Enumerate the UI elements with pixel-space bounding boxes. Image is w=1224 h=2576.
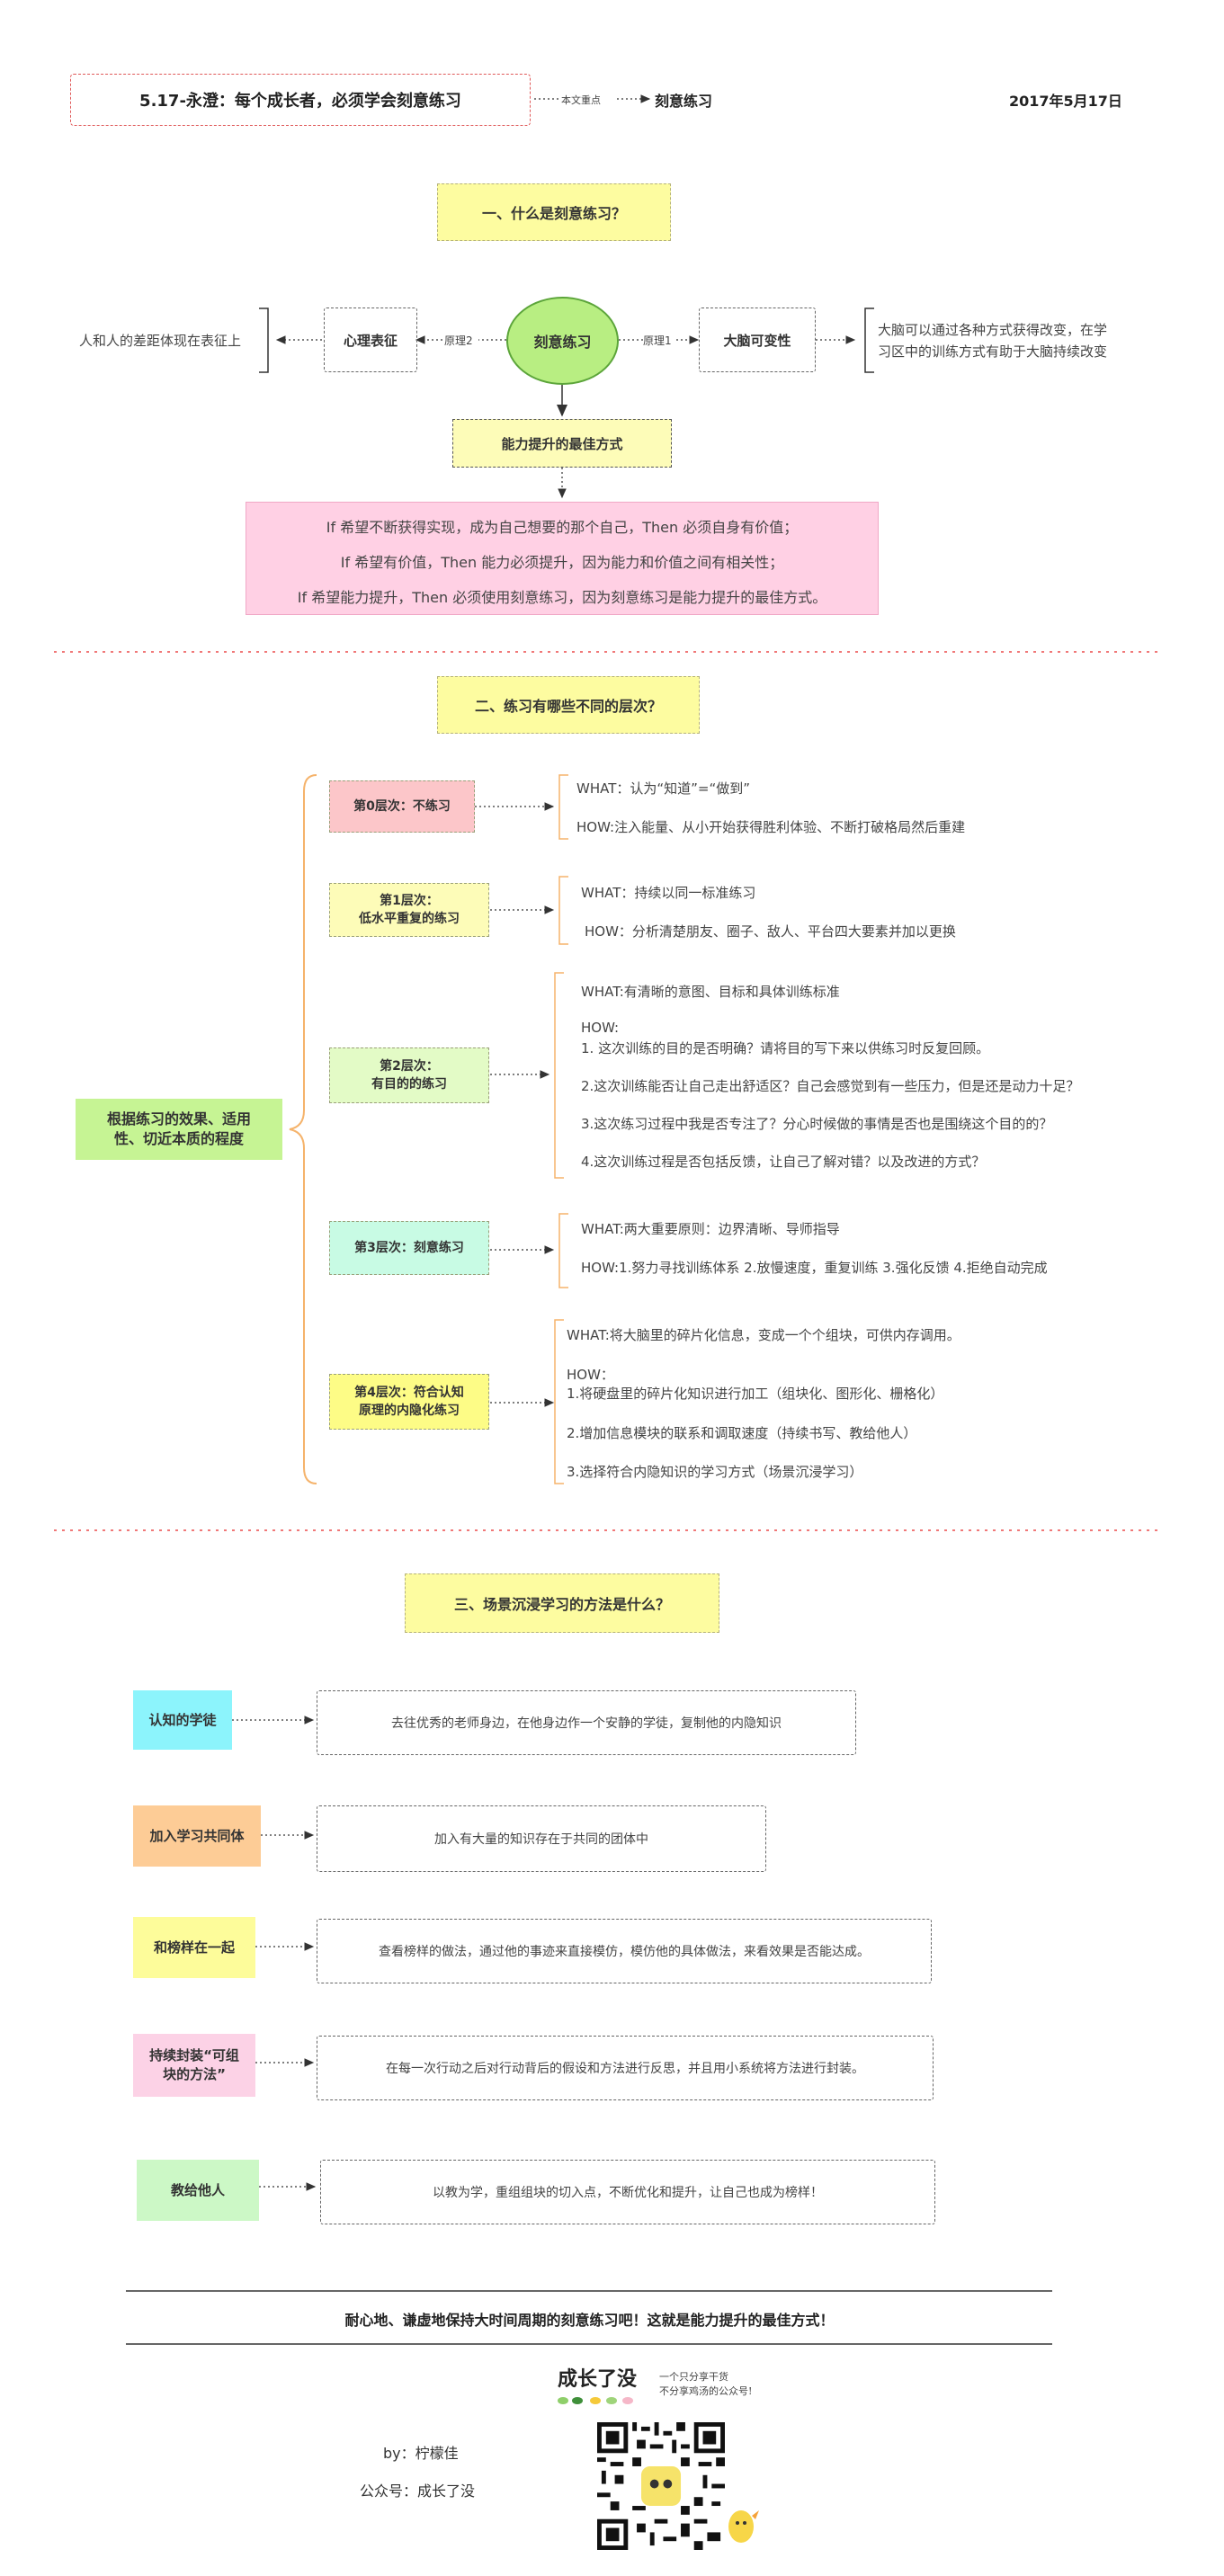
left-edge-label: 原理2 [444, 334, 473, 347]
root-line1: 根据练习的效果、适用 [106, 1110, 251, 1128]
level4-line: 1.将硬盘里的碎片化知识进行加工（组块化、图形化、栅格化） [567, 1386, 944, 1402]
level2-line: HOW: [581, 1020, 620, 1036]
level3-node: 第3层次：刻意练习 [329, 1221, 489, 1275]
level1-node: 第1层次： 低水平重复的练习 [329, 883, 489, 937]
footer-slogan: 耐心地、谦虚地保持大时间周期的刻意练习吧！这就是能力提升的最佳方式！ [344, 2312, 835, 2329]
root-brace [289, 774, 317, 1484]
level2-line: 3.这次练习过程中我是否专注了？分心时候做的事情是否也是围绕这个目的的？ [581, 1116, 1053, 1132]
level1-name-line2: 低水平重复的练习 [359, 912, 460, 926]
level2-name-line1: 第2层次： [380, 1058, 439, 1074]
best-way-node: 能力提升的最佳方式 [452, 419, 672, 468]
level0-line: HOW:注入能量、从小开始获得胜利体验、不断打破格局然后重建 [576, 819, 966, 835]
author-label: by：柠檬佳 [383, 2445, 459, 2462]
page-date: 2017年5月17日 [1009, 93, 1122, 110]
brand-logo: 成长了没 [558, 2367, 638, 2391]
level0-node: 第0层次：不练习 [329, 780, 475, 833]
level2-line: WHAT:有清晰的意图、目标和具体训练标准 [581, 984, 840, 1000]
root-line2: 性、切近本质的程度 [113, 1130, 244, 1147]
level4-name-line2: 原理的内隐化练习 [359, 1404, 460, 1418]
bracket-level0 [558, 774, 568, 840]
right-bracket [864, 308, 874, 373]
logic-panel: If 希望不断获得实现，成为自己想要的那个自己，Then 必须自身有价值； If… [246, 502, 879, 615]
method1-tag: 认知的学徒 [133, 1690, 232, 1750]
section2-heading: 二、练习有哪些不同的层次？ [437, 676, 700, 734]
level4-name-line1: 第4层次：符合认知 [354, 1385, 464, 1400]
method1-desc: 去往优秀的老师身边，在他身边作一个安静的学徒，复制他的内隐知识 [317, 1690, 856, 1755]
bracket-level3 [558, 1213, 568, 1288]
level4-line: HOW： [567, 1367, 614, 1383]
section3-heading: 三、场景沉浸学习的方法是什么？ [405, 1573, 719, 1633]
method4-tag-line1: 持续封装“可组 [149, 2047, 239, 2063]
leaf-decoration-icon [558, 2397, 633, 2404]
level2-line: 4.这次训练过程是否包括反馈，让自己了解对错？以及改进的方式？ [581, 1154, 986, 1170]
left-node: 心理表征 [324, 308, 417, 372]
level3-line: HOW:1.努力寻找训练体系 2.放慢速度，重复训练 3.强化反馈 4.拒绝自动… [581, 1260, 1048, 1276]
focus-value: 刻意练习 [655, 93, 713, 110]
left-bracket [259, 308, 269, 373]
method4-desc: 在每一次行动之后对行动背后的假设和方法进行反思，并且用小系统将方法进行封装。 [317, 2036, 934, 2100]
left-note: 人和人的差距体现在表征上 [79, 333, 242, 349]
method2-tag: 加入学习共同体 [133, 1805, 261, 1867]
level0-line: WHAT：认为“知道”=“做到” [576, 780, 751, 797]
method2-desc: 加入有大量的知识存在于共同的团体中 [317, 1805, 766, 1872]
root-node: 根据练习的效果、适用 性、切近本质的程度 [76, 1099, 282, 1160]
right-node: 大脑可变性 [699, 308, 816, 372]
logic-line-2: If 希望有价值，Then 能力必须提升，因为能力和价值之间有相关性； [340, 554, 784, 571]
center-node: 刻意练习 [506, 297, 619, 385]
level4-line: 2.增加信息模块的联系和调取速度（持续书写、教给他人） [567, 1425, 917, 1441]
method5-tag: 教给他人 [137, 2160, 259, 2221]
level2-line: 2.这次训练能否让自己走出舒适区？自己会感觉到有一些压力，但是还是动力十足？ [581, 1078, 1080, 1094]
level4-node: 第4层次：符合认知 原理的内隐化练习 [329, 1374, 489, 1430]
level1-line: WHAT：持续以同一标准练习 [581, 885, 756, 901]
bracket-level4 [554, 1319, 564, 1484]
level1-line: HOW：分析清楚朋友、圈子、敌人、平台四大要素并加以更换 [585, 923, 956, 940]
right-edge-label: 原理1 [643, 334, 672, 347]
bracket-level1 [558, 876, 568, 945]
method4-tag-line2: 块的方法” [163, 2066, 226, 2082]
level2-name-line2: 有目的的练习 [371, 1077, 447, 1092]
logic-line-1: If 希望不断获得实现，成为自己想要的那个自己，Then 必须自身有价值； [326, 519, 799, 536]
level4-line: WHAT:将大脑里的碎片化信息，变成一个个组块，可供内存调用。 [567, 1327, 960, 1343]
level2-node: 第2层次： 有目的的练习 [329, 1047, 489, 1103]
section1-heading: 一、什么是刻意练习？ [437, 183, 671, 241]
level4-line: 3.选择符合内隐知识的学习方式（场景沉浸学习） [567, 1464, 863, 1480]
focus-label: 本文重点 [559, 93, 603, 107]
qr-code-icon[interactable] [597, 2422, 725, 2550]
method3-tag: 和榜样在一起 [133, 1917, 255, 1978]
right-note-line2: 习区中的训练方式有助于大脑持续改变 [878, 343, 1108, 360]
level3-line: WHAT:两大重要原则：边界清晰、导师指导 [581, 1221, 840, 1237]
method4-tag: 持续封装“可组 块的方法” [133, 2034, 255, 2097]
right-note-line1: 大脑可以通过各种方式获得改变，在学 [878, 322, 1108, 338]
logic-line-3: If 希望能力提升，Then 必须使用刻意练习，因为刻意练习是能力提升的最佳方式… [297, 589, 827, 606]
level2-line: 1. 这次训练的目的是否明确？请将目的写下来以供练习时反复回顾。 [581, 1040, 990, 1056]
method3-desc: 查看榜样的做法，通过他的事迹来直接模仿，模仿他的具体做法，来看效果是否能达成。 [317, 1919, 932, 1983]
brand-tagline-2: 不分享鸡汤的公众号! [659, 2385, 753, 2397]
brand-tagline-1: 一个只分享干货 [659, 2371, 728, 2383]
account-label: 公众号：成长了没 [360, 2482, 476, 2500]
level1-name-line1: 第1层次： [380, 893, 439, 908]
bracket-level2 [554, 972, 564, 1179]
method5-desc: 以教为学，重组组块的切入点，不断优化和提升，让自己也成为榜样！ [320, 2160, 935, 2224]
mascot-icon [728, 2510, 759, 2543]
page-title: 5.17-永澄：每个成长者，必须学会刻意练习 [70, 74, 531, 126]
